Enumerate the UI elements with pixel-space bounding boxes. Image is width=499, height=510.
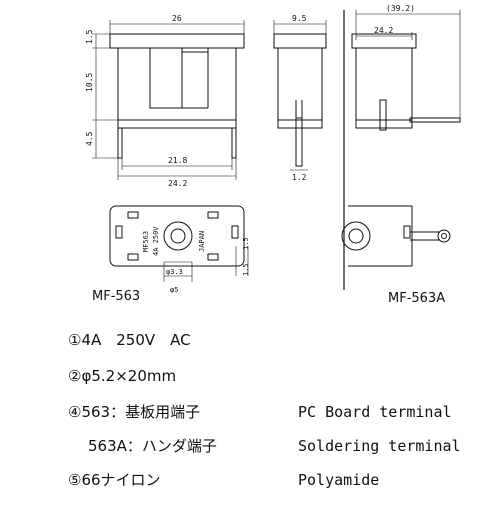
dim-bottom-pin: φ5 <box>170 286 178 294</box>
spec-item-terminal-pcb: ④563：基板用端子 PC Board terminal <box>68 400 488 424</box>
dim-side-depth: 9.5 <box>292 14 307 23</box>
spec-en: PC Board terminal <box>298 403 452 421</box>
spec-number: ④ <box>68 403 82 421</box>
spec-jp: 563：基板用端子 <box>81 403 201 421</box>
side-pin <box>295 117 303 167</box>
front-pin-left <box>117 127 123 159</box>
marking-origin: JAPAN <box>198 231 206 252</box>
model-label-left: MF-563 <box>92 289 140 304</box>
front-view <box>109 33 245 159</box>
spec-number: ① <box>68 331 82 349</box>
side-view <box>273 33 327 167</box>
front-base <box>117 119 237 129</box>
side-cap <box>273 33 327 49</box>
dim-base-width: 24.2 <box>168 179 187 188</box>
dim-bottom-margin: 1.5 <box>242 263 250 276</box>
spec-item-rating: ①4A 250V AC <box>68 328 488 352</box>
dim-body-height: 10.5 <box>85 73 94 92</box>
dim-bottom-hole: φ3.3 <box>166 268 183 276</box>
spec-jp: 563A：ハンダ端子 <box>88 437 217 455</box>
a-dimensions <box>355 10 461 118</box>
bottom-center-hole <box>170 228 186 244</box>
a-base <box>355 119 413 129</box>
front-pin-right <box>231 127 237 159</box>
dim-cap-height: 1.5 <box>85 29 94 44</box>
dim-a-body: 24.2 <box>374 26 393 35</box>
technical-drawing: 26 1.5 10.5 4.5 21.8 24.2 9.5 1.2 (39.2)… <box>85 4 461 306</box>
front-body <box>117 47 237 121</box>
spec-jp: 4A 250V AC <box>81 331 191 349</box>
front-inner-slot <box>149 47 183 109</box>
a-body <box>355 47 413 121</box>
spec-item-terminal-solder: 563A：ハンダ端子 Soldering terminal <box>68 434 488 458</box>
a-terminal <box>409 117 461 123</box>
a-bottom-view <box>341 205 451 267</box>
model-label-right: MF-563A <box>388 291 445 306</box>
bottom-center-ring <box>163 221 193 251</box>
spec-number: ⑤ <box>68 471 82 489</box>
dim-a-overall: (39.2) <box>386 4 415 13</box>
spec-jp: φ5.2×20mm <box>81 367 177 385</box>
spec-en: Polyamide <box>298 471 380 489</box>
spec-jp: 66ナイロン <box>81 471 161 489</box>
front-dimensions <box>92 20 245 180</box>
spec-item-material: ⑤66ナイロン Polyamide <box>68 468 488 492</box>
dim-front-width: 26 <box>172 14 182 23</box>
dim-bottom-offset: 1.5 <box>242 237 250 250</box>
bottom-outline <box>109 205 245 267</box>
bottom-view <box>109 205 249 282</box>
side-body <box>277 47 323 121</box>
marking-model: MF563 <box>142 231 150 252</box>
a-view <box>351 33 461 131</box>
front-cap <box>109 33 245 49</box>
spec-en: Soldering terminal <box>298 437 461 455</box>
dim-pin-span: 21.8 <box>168 156 187 165</box>
dim-pin-thickness: 1.2 <box>292 173 307 182</box>
spec-item-fuse-size: ②φ5.2×20mm <box>68 364 488 388</box>
a-pin <box>379 99 387 131</box>
dim-pin-height: 4.5 <box>85 131 94 146</box>
spec-number: ② <box>68 367 82 385</box>
side-dimensions <box>273 20 327 171</box>
side-base <box>277 119 323 129</box>
marking-rating: 4A 250V <box>152 226 160 256</box>
